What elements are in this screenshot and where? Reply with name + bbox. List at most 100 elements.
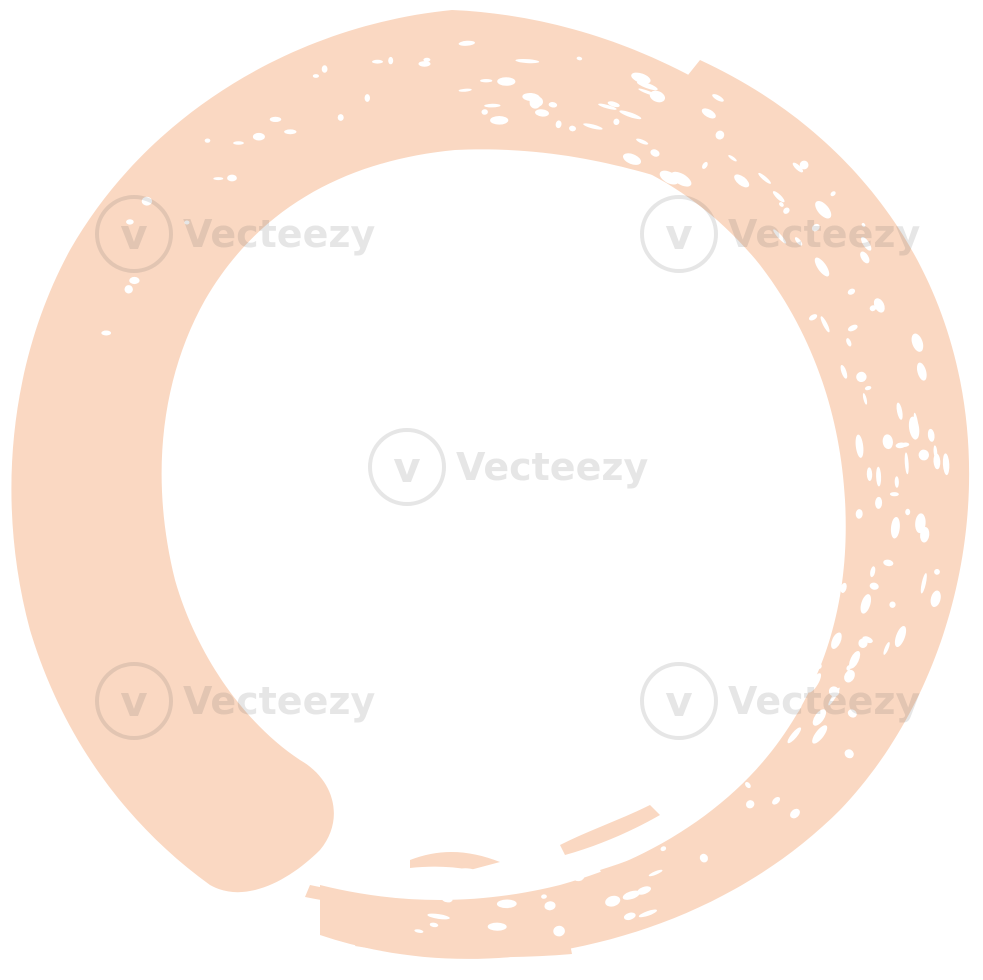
- dry-brush-gap: [869, 305, 877, 312]
- dry-brush-gap: [427, 913, 450, 920]
- dry-brush-gap: [831, 632, 842, 649]
- dry-brush-gap: [129, 276, 140, 285]
- dry-brush-gap: [649, 90, 666, 103]
- dry-brush-gap: [631, 72, 651, 84]
- dry-brush-gap: [670, 821, 687, 834]
- dry-brush-gap: [637, 886, 651, 895]
- dry-brush-gap: [636, 138, 649, 145]
- dry-brush-gap: [648, 869, 663, 877]
- dry-brush-gap: [321, 65, 328, 73]
- dry-brush-gap: [846, 665, 851, 671]
- dry-brush-gap: [613, 118, 620, 125]
- dry-brush-gap: [702, 161, 708, 169]
- dry-brush-gap: [101, 330, 112, 336]
- dry-brush-gap: [840, 364, 848, 379]
- dry-brush-gap: [745, 782, 751, 789]
- dry-brush-gap: [875, 496, 883, 509]
- dry-brush-gap: [418, 61, 431, 67]
- brush-stroke-textured: [320, 60, 970, 959]
- dry-brush-gap: [442, 896, 453, 903]
- dry-brush-gap: [372, 59, 383, 64]
- dry-brush-gap: [535, 109, 549, 117]
- dry-brush-gap: [490, 115, 509, 125]
- dry-brush-gap: [864, 385, 872, 391]
- dry-brush-gap: [889, 601, 896, 608]
- dry-brush-gap: [792, 162, 804, 173]
- dry-brush-gap: [481, 109, 488, 115]
- dry-brush-gap: [615, 838, 627, 846]
- dry-brush-gap: [934, 569, 940, 575]
- dry-brush-gap: [213, 177, 224, 181]
- dry-brush-gap: [545, 871, 554, 878]
- dry-brush-gap: [636, 81, 658, 91]
- dry-brush-gap: [779, 202, 784, 207]
- dry-brush-gap: [544, 901, 556, 911]
- dry-brush-gap: [930, 590, 941, 608]
- dry-brush-gap: [855, 509, 863, 519]
- dry-brush-gap: [873, 298, 885, 313]
- dry-brush-gap: [204, 138, 211, 143]
- dry-brush-gap: [860, 251, 870, 264]
- dry-brush-gap: [896, 402, 903, 420]
- dry-brush-gap: [758, 172, 771, 184]
- dry-brush-gap: [812, 725, 828, 744]
- dry-brush-gap: [860, 594, 872, 614]
- dry-brush-gap: [812, 709, 827, 726]
- dry-brush-gap: [846, 338, 852, 347]
- dry-brush-gap: [815, 200, 832, 219]
- dry-brush-gap: [701, 108, 716, 119]
- dry-brush-gap: [807, 673, 822, 693]
- dry-brush-gap: [783, 207, 790, 214]
- dry-brush-gap: [583, 123, 603, 130]
- dry-brush-gap: [808, 314, 818, 321]
- dry-brush-gap: [712, 94, 724, 102]
- dry-brush-gap: [497, 77, 516, 86]
- dry-brush-gap: [889, 492, 899, 497]
- dry-brush-gap: [862, 636, 873, 644]
- dry-brush-gap: [734, 174, 750, 188]
- dry-brush-gap: [598, 103, 617, 110]
- dry-brush-gap: [811, 223, 820, 232]
- dry-brush-gap: [429, 922, 439, 928]
- brush-streak: [305, 885, 520, 912]
- dry-brush-gap: [847, 324, 858, 332]
- dry-brush-gap: [619, 110, 642, 120]
- dry-brush-gap: [933, 445, 938, 459]
- dry-brush-gap: [916, 362, 927, 381]
- dry-brush-gap: [866, 467, 873, 481]
- dry-brush-gap: [553, 925, 565, 937]
- dry-brush-gap: [456, 868, 479, 877]
- dry-brush-gap: [920, 573, 927, 594]
- dry-brush-gap: [660, 846, 667, 852]
- dry-brush-gap: [746, 800, 755, 809]
- dry-brush-gap: [458, 88, 472, 92]
- dry-brush-gap: [184, 220, 190, 225]
- dry-brush-gap: [780, 718, 792, 732]
- dry-brush-gap: [870, 566, 876, 578]
- dry-brush-gap: [820, 316, 830, 333]
- dry-brush-gap: [847, 709, 857, 718]
- dry-brush-gap: [890, 516, 900, 539]
- dry-brush-gap: [904, 452, 909, 475]
- dry-brush-gap: [927, 428, 935, 442]
- dry-brush-gap: [622, 890, 640, 900]
- dry-brush-gap: [638, 909, 657, 918]
- dry-brush-gap: [911, 333, 924, 352]
- dry-brush-gap: [799, 160, 809, 170]
- dry-brush-gap: [269, 116, 282, 122]
- dry-brush-gap: [423, 57, 431, 62]
- dry-brush-gap: [840, 582, 847, 593]
- dry-brush-gap: [548, 102, 558, 108]
- dry-brush-gap: [883, 559, 894, 567]
- dry-brush-gap: [496, 899, 517, 909]
- dry-brush-gap: [487, 922, 507, 931]
- brush-streak: [600, 800, 752, 880]
- dry-brush-gap: [227, 174, 237, 182]
- dry-brush-gap: [894, 476, 899, 488]
- dry-brush-gap: [816, 663, 822, 670]
- dry-brush-gap: [790, 808, 800, 819]
- dry-brush-gap: [844, 669, 855, 683]
- dry-brush-gap: [849, 650, 861, 669]
- dry-brush-gap: [529, 97, 541, 109]
